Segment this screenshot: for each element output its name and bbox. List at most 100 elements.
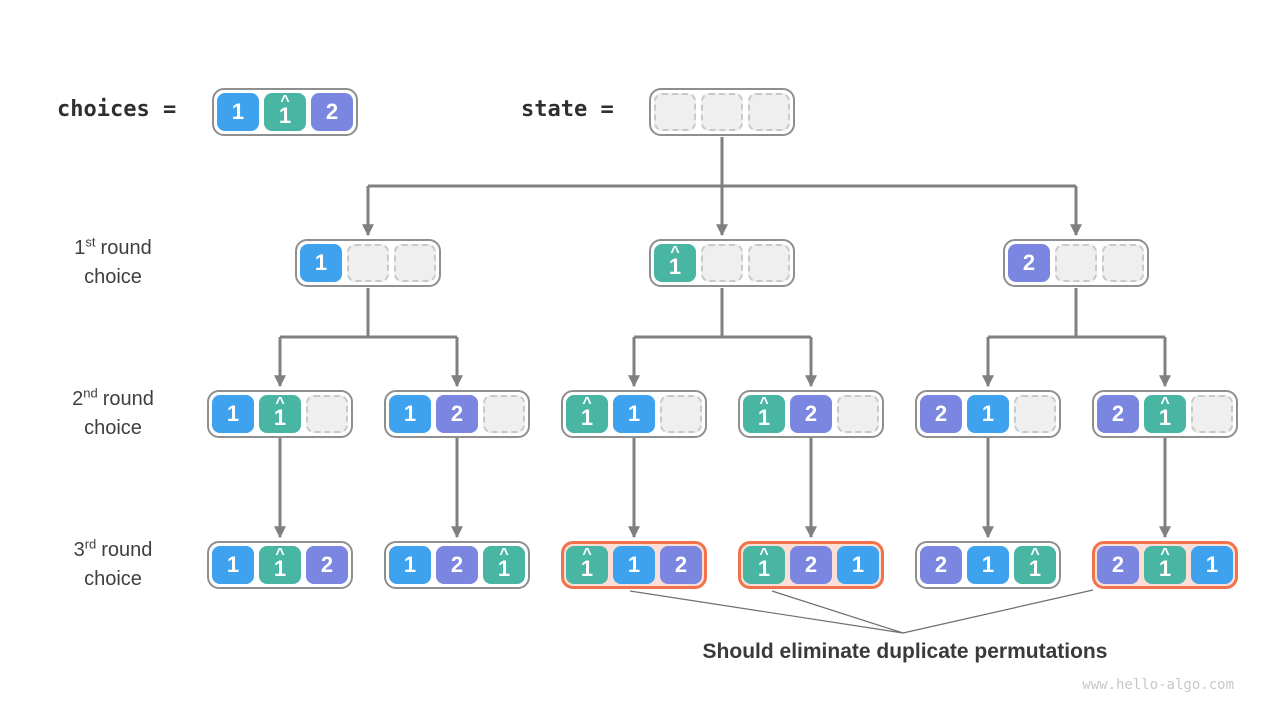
element-cell-teal: ^1 [259, 395, 301, 433]
empty-slot [1191, 395, 1233, 433]
state-array [649, 88, 795, 136]
empty-slot [660, 395, 702, 433]
cell-digit: 2 [934, 401, 948, 426]
empty-slot [748, 244, 790, 282]
state-label: state = [521, 97, 614, 122]
element-cell-teal: ^1 [1144, 546, 1186, 584]
element-cell-blue: 1 [212, 546, 254, 584]
element-cell-blue: 1 [389, 546, 431, 584]
cell-digit: 1 [981, 552, 995, 577]
element-cell-purple: 2 [920, 395, 962, 433]
element-cell-teal: ^1 [1014, 546, 1056, 584]
empty-slot [837, 395, 879, 433]
hat-mark: ^ [759, 546, 769, 563]
round2-word: round [102, 388, 154, 410]
watermark: www.hello-algo.com [1082, 677, 1234, 693]
state-node-r2-1: 1^1 [207, 390, 353, 438]
cell-digit: 1 [226, 552, 240, 577]
connector-lines [274, 137, 1171, 539]
annotation-callout-lines [629, 589, 1094, 634]
element-cell-blue: 1 [389, 395, 431, 433]
cell-digit: 1 [851, 552, 865, 577]
cell-digit: 1 [273, 556, 287, 581]
hat-mark: ^ [275, 395, 285, 412]
cell-digit: 2 [674, 552, 688, 577]
element-cell-teal: ^1 [743, 395, 785, 433]
cell-digit: 2 [450, 552, 464, 577]
round1-ordinal-suffix: st [85, 234, 96, 250]
empty-slot [701, 244, 743, 282]
cell-digit: 2 [804, 552, 818, 577]
cell-digit: 1 [1158, 405, 1172, 430]
cell-digit: 1 [403, 401, 417, 426]
cell-digit: 1 [273, 405, 287, 430]
hat-mark: ^ [759, 395, 769, 412]
round2-ordinal-suffix: nd [83, 385, 98, 401]
empty-slot [1102, 244, 1144, 282]
element-cell-purple: 2 [1097, 395, 1139, 433]
round1-line2: choice [84, 266, 142, 288]
element-cell-blue: 1 [967, 546, 1009, 584]
cell-digit: 2 [1111, 401, 1125, 426]
cell-digit: 1 [1028, 556, 1042, 581]
element-cell-purple: 2 [1097, 546, 1139, 584]
cell-digit: 1 [668, 254, 682, 279]
state-node-r2-3: ^1 1 [561, 390, 707, 438]
element-cell-teal: ^1 [743, 546, 785, 584]
empty-slot [748, 93, 790, 131]
round1-ordinal: 1 [74, 237, 86, 259]
element-cell-blue: 1 [967, 395, 1009, 433]
empty-slot [1055, 244, 1097, 282]
element-cell-purple: 2 [790, 546, 832, 584]
cell-digit: 1 [314, 250, 328, 275]
state-node-r1-1: 1 [295, 239, 441, 287]
element-cell-purple: 2 [1008, 244, 1050, 282]
element-cell-teal: ^1 [259, 546, 301, 584]
element-cell-teal: ^1 [264, 93, 306, 131]
element-cell-teal: ^1 [566, 395, 608, 433]
element-cell-purple: 2 [920, 546, 962, 584]
element-cell-purple: 2 [790, 395, 832, 433]
cell-digit: 2 [450, 401, 464, 426]
cell-digit: 2 [325, 99, 339, 124]
element-cell-blue: 1 [212, 395, 254, 433]
state-node-r2-6: 2 ^1 [1092, 390, 1238, 438]
cell-digit: 1 [226, 401, 240, 426]
empty-slot [701, 93, 743, 131]
empty-slot [654, 93, 696, 131]
cell-digit: 2 [1022, 250, 1036, 275]
cell-digit: 2 [320, 552, 334, 577]
hat-mark: ^ [670, 244, 680, 261]
cell-digit: 1 [627, 401, 641, 426]
cell-digit: 1 [981, 401, 995, 426]
element-cell-purple: 2 [436, 546, 478, 584]
empty-slot [394, 244, 436, 282]
cell-digit: 1 [757, 556, 771, 581]
element-cell-purple: 2 [660, 546, 702, 584]
round3-line2: choice [84, 568, 142, 590]
element-cell-teal: ^1 [654, 244, 696, 282]
hat-mark: ^ [275, 546, 285, 563]
cell-digit: 1 [627, 552, 641, 577]
state-node-r1-3: 2 [1003, 239, 1149, 287]
cell-digit: 2 [934, 552, 948, 577]
hat-mark: ^ [1030, 546, 1040, 563]
hat-mark: ^ [582, 546, 592, 563]
empty-slot [306, 395, 348, 433]
empty-slot [483, 395, 525, 433]
empty-slot [1014, 395, 1056, 433]
element-cell-teal: ^1 [1144, 395, 1186, 433]
